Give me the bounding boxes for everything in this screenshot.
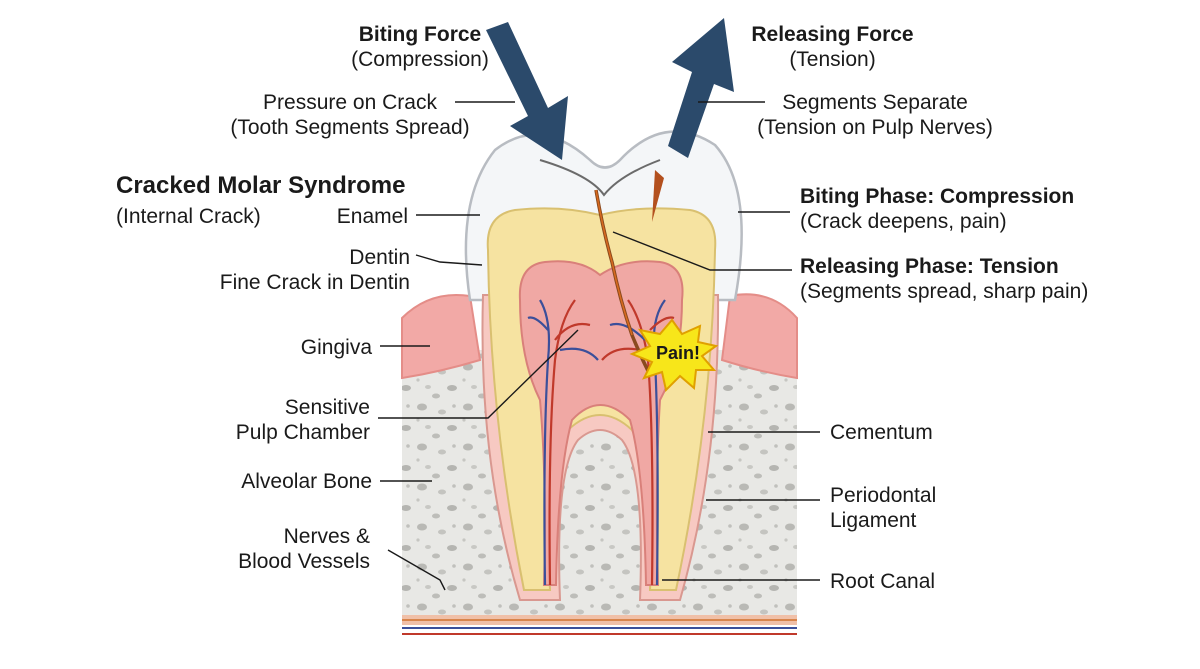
pain-label: Pain! (655, 343, 700, 363)
pressure-line2: (Tooth Segments Spread) (230, 116, 470, 139)
nerves-line2: Blood Vessels (238, 550, 370, 573)
nerves-label: Nerves & Blood Vessels (200, 524, 370, 574)
cementum-label: Cementum (830, 421, 933, 444)
gingiva-left (401, 294, 482, 380)
diagram-subtitle: (Internal Crack) (116, 205, 261, 228)
pain-burst (629, 318, 719, 392)
biting-phase-label: Biting Phase: Compression (Crack deepens… (800, 184, 1074, 234)
fine-crack-line: Fine Crack in Dentin (219, 271, 410, 294)
biting-force-label: Biting Force (Compression) (320, 22, 520, 72)
pulp-line2: Pulp Chamber (235, 421, 370, 444)
separate-line1: Segments Separate (782, 91, 968, 114)
gingiva-right (720, 293, 798, 380)
root-canal-label: Root Canal (830, 570, 936, 593)
periodontal-ligament-label: Periodontal Ligament (830, 483, 936, 533)
leader-lines (378, 101, 820, 591)
biting-phase-sub: (Crack deepens, pain) (800, 210, 1007, 233)
releasing-phase-sub: (Segments spread, sharp pain) (800, 280, 1089, 303)
separate-line2: (Tension on Pulp Nerves) (757, 116, 993, 139)
diagram-title: Cracked Molar Syndrome (116, 172, 406, 199)
crack-wedge (652, 170, 664, 222)
dentin-line1: Dentin (349, 246, 410, 269)
nerves-and-vessels (527, 299, 675, 586)
releasing-force-title: Releasing Force (751, 23, 914, 46)
alveolar-bone-label: Alveolar Bone (241, 470, 372, 493)
gingiva-label: Gingiva (300, 336, 372, 359)
segments-separate-label: Segments Separate (Tension on Pulp Nerve… (745, 90, 1005, 140)
biting-force-title: Biting Force (358, 23, 482, 46)
pressure-on-crack-label: Pressure on Crack (Tooth Segments Spread… (210, 90, 490, 140)
releasing-force-subtitle: (Tension) (789, 48, 876, 71)
pressure-line1: Pressure on Crack (263, 91, 437, 114)
releasing-force-label: Releasing Force (Tension) (730, 22, 935, 72)
enamel-label: Enamel (336, 205, 408, 228)
biting-force-arrow (486, 22, 568, 160)
pulp-line1: Sensitive (284, 396, 370, 419)
biting-phase-title: Biting Phase: Compression (800, 185, 1075, 208)
dentin-label: Dentin Fine Crack in Dentin (180, 245, 410, 295)
releasing-phase-label: Releasing Phase: Tension (Segments sprea… (800, 254, 1088, 304)
pdl-line2: Ligament (830, 509, 917, 532)
releasing-phase-title: Releasing Phase: Tension (800, 255, 1059, 278)
nerves-line1: Nerves & (283, 525, 370, 548)
pdl-line1: Periodontal (830, 484, 937, 507)
pulp-chamber-label: Sensitive Pulp Chamber (200, 395, 370, 445)
biting-force-subtitle: (Compression) (351, 48, 489, 71)
releasing-force-arrow (668, 18, 734, 158)
